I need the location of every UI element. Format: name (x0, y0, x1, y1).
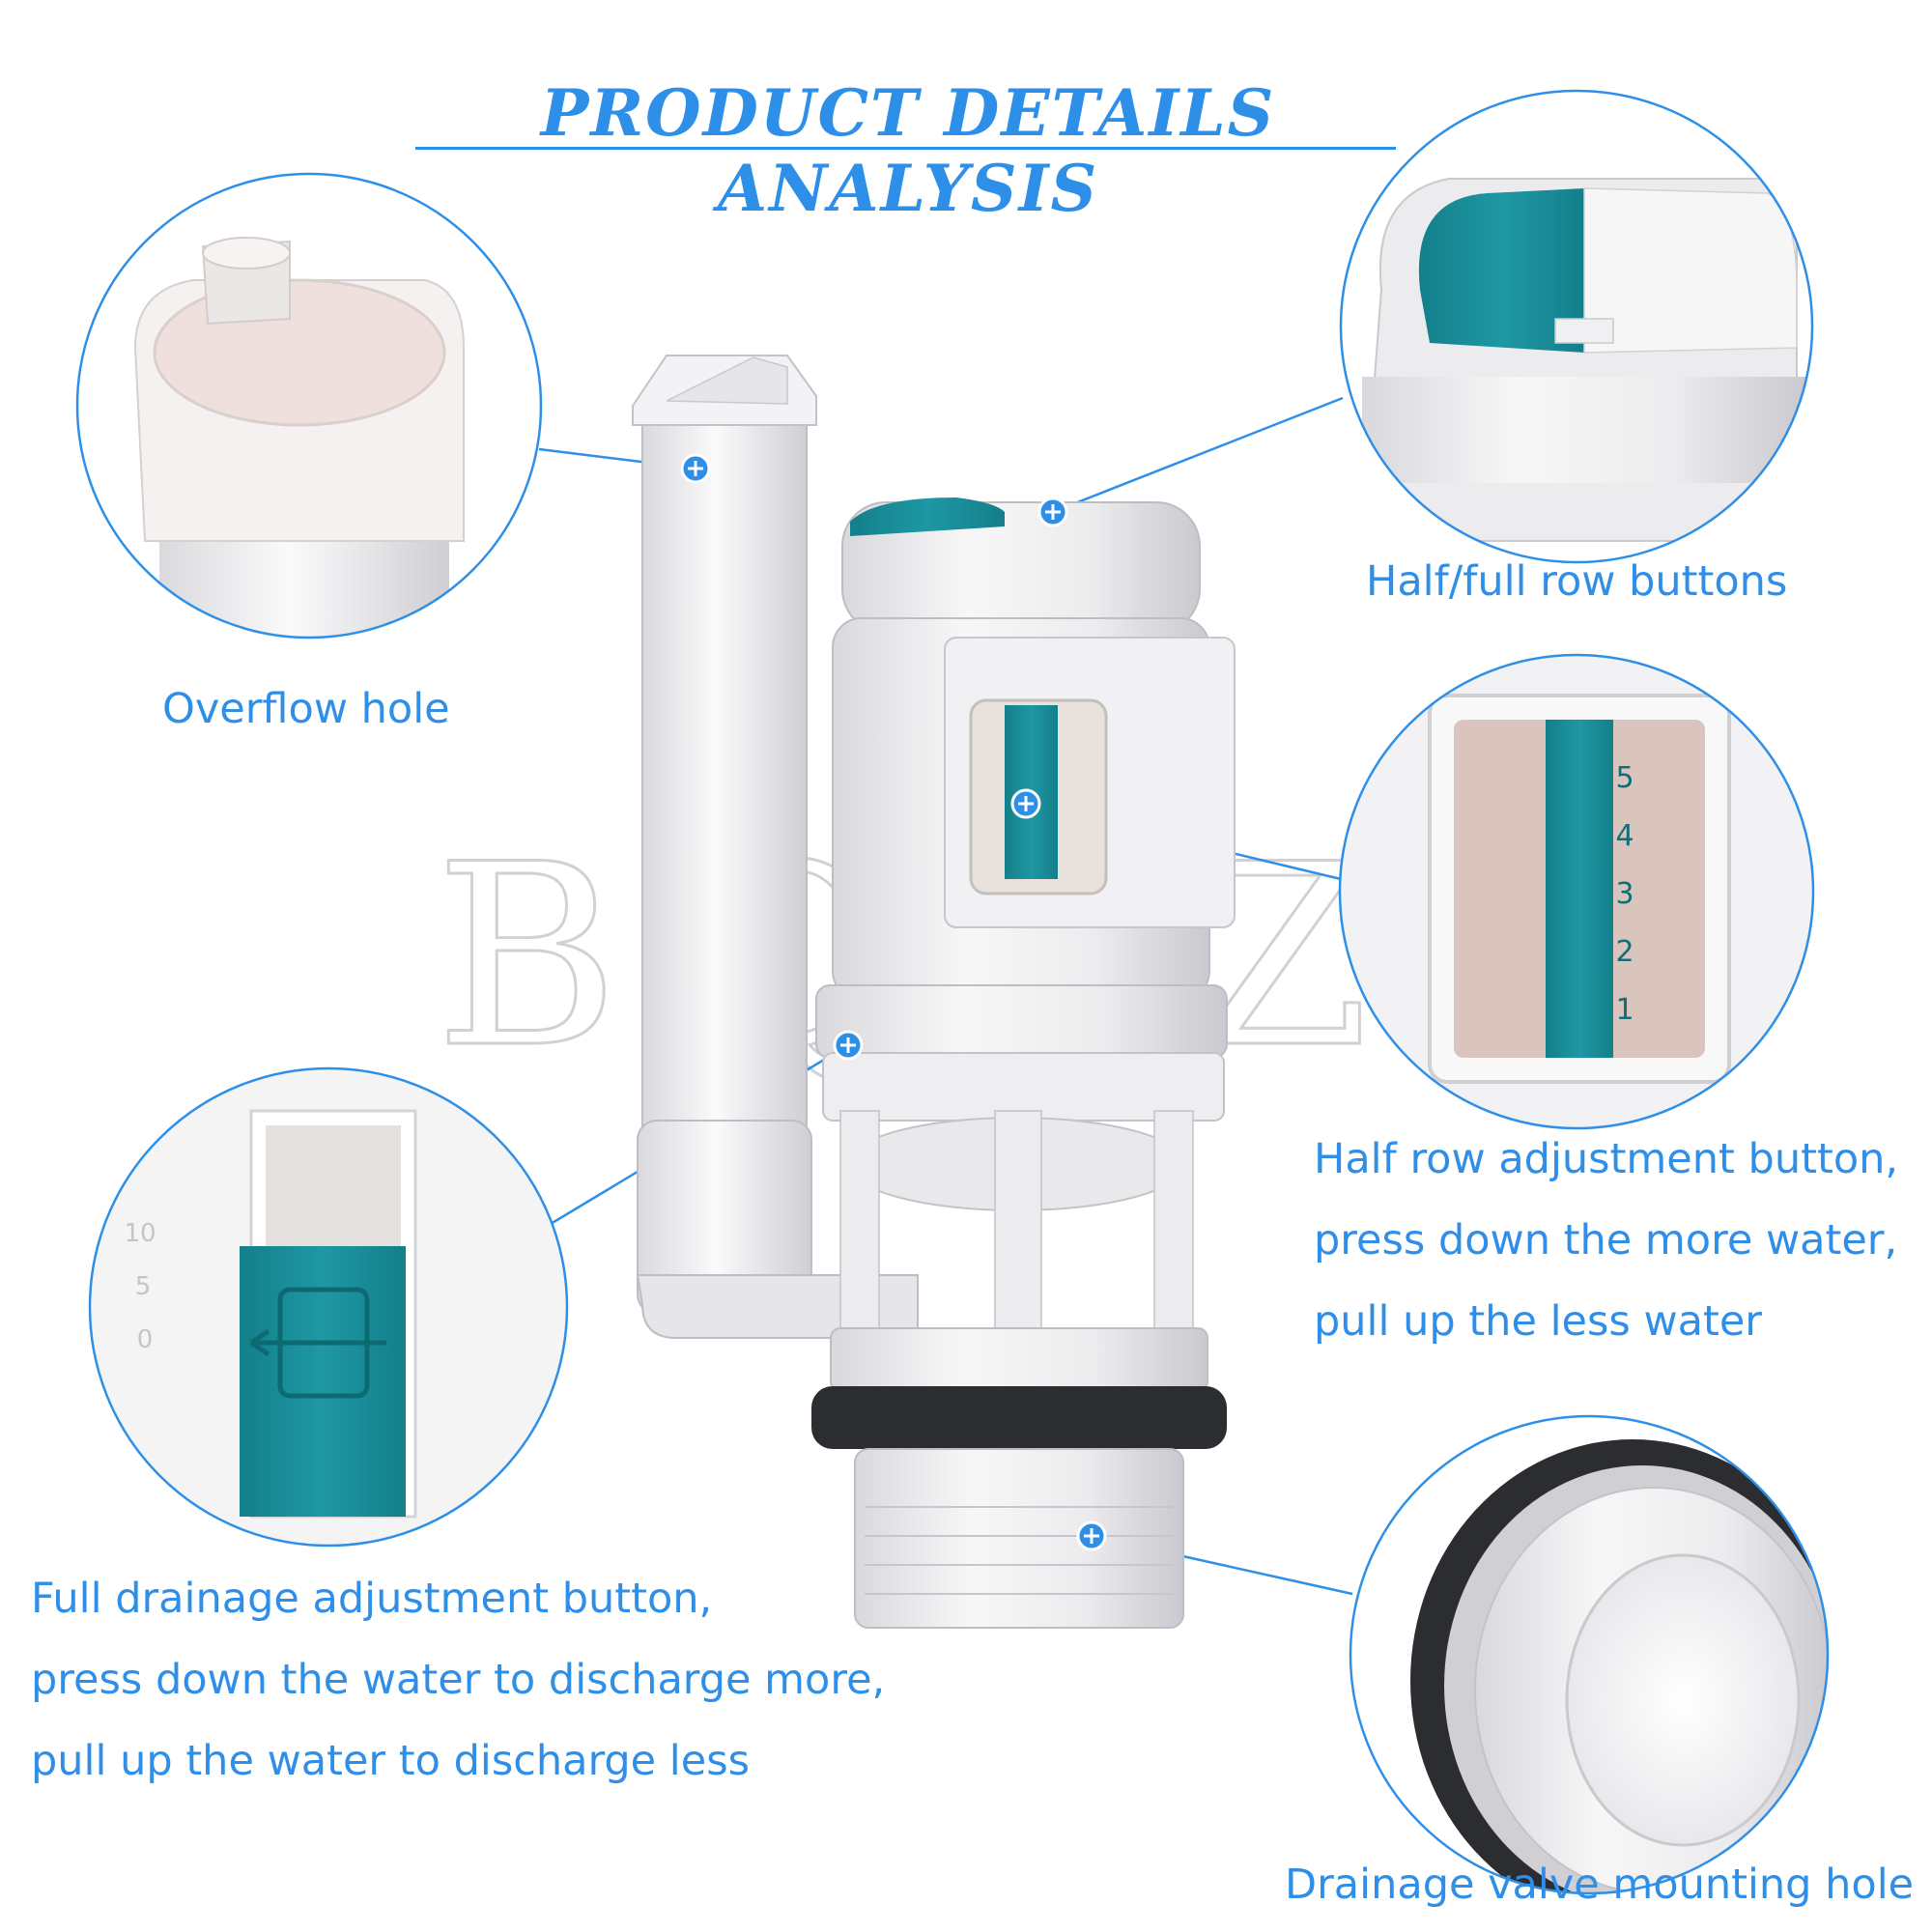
scale-mark: 5 (1615, 761, 1634, 795)
caption-line: pull up the water to discharge less (31, 1737, 751, 1785)
caption-half-row: Half row adjustment button, press down t… (1314, 1119, 1898, 1362)
plus-icon[interactable] (1010, 788, 1041, 819)
caption-mounting-hole: Drainage valve mounting hole (1285, 1856, 1914, 1914)
plus-icon[interactable] (833, 1030, 864, 1061)
hotspot-markers (680, 453, 1107, 1551)
scale-mark: 10 (124, 1219, 156, 1248)
scale-mark: 4 (1615, 819, 1634, 853)
caption-line: press down the more water, (1314, 1216, 1898, 1264)
caption-line: pull up the less water (1314, 1297, 1762, 1346)
caption-overflow-hole: Overflow hole (162, 668, 450, 750)
scale-mark: 3 (1615, 877, 1634, 911)
plus-icon[interactable] (1037, 497, 1068, 527)
caption-line: Overflow hole (162, 685, 450, 733)
title-underline (415, 147, 1396, 150)
scale-mark: 5 (135, 1272, 152, 1301)
half-row-scale: 5 4 3 2 1 (1615, 761, 1634, 1027)
caption-line: Half/full row buttons (1366, 557, 1788, 606)
plus-icon[interactable] (1076, 1520, 1107, 1551)
page-title: PRODUCT DETAILS ANALYSIS (540, 75, 1276, 226)
detail-full-drain: 10 5 0 (88, 1066, 569, 1548)
caption-full-drain: Full drainage adjustment button, press d… (31, 1558, 885, 1802)
scale-mark: 2 (1615, 935, 1634, 969)
detail-half-row: 5 4 3 2 1 (1338, 653, 1815, 1130)
scale-mark: 1 (1615, 993, 1634, 1027)
scale-mark: 0 (137, 1325, 154, 1354)
valve-body (811, 497, 1236, 1629)
full-drain-scale: 10 5 0 (124, 1219, 156, 1354)
caption-buttons: Half/full row buttons (1366, 541, 1787, 622)
plus-icon[interactable] (680, 453, 711, 484)
caption-line: press down the water to discharge more, (31, 1656, 886, 1704)
caption-line: Half row adjustment button, (1314, 1135, 1899, 1183)
detail-overflow-hole (75, 172, 543, 639)
caption-line: Full drainage adjustment button, (31, 1575, 713, 1623)
flush-valve-main (632, 355, 1236, 1629)
caption-line: Drainage valve mounting hole (1285, 1861, 1915, 1909)
connector-buttons (1052, 396, 1344, 514)
detail-mounting-hole (1349, 1414, 1830, 1895)
detail-buttons (1339, 89, 1814, 564)
